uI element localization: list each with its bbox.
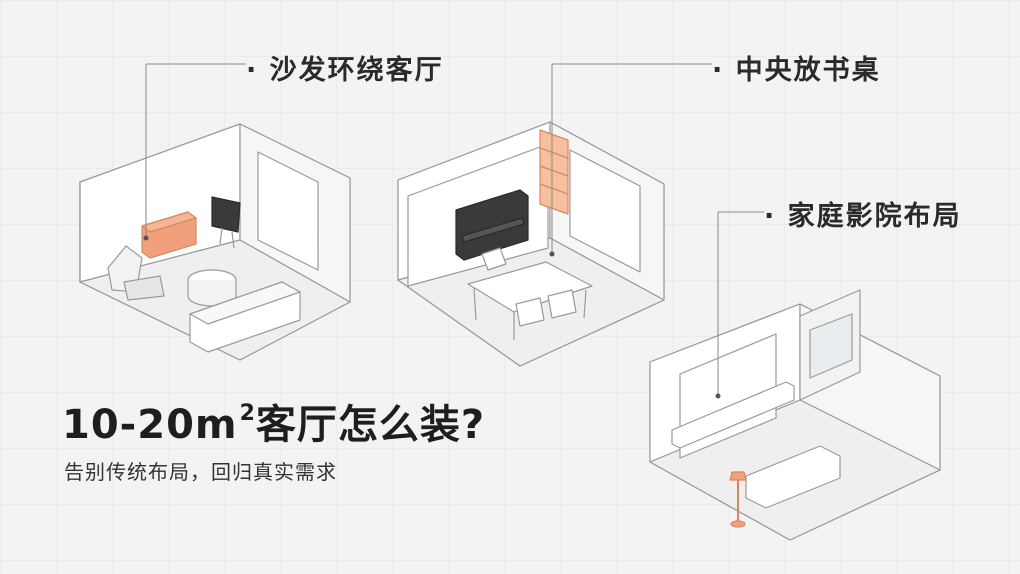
callout-desk-text: 中央放书桌: [735, 55, 881, 86]
callout-theater-text: 家庭影院布局: [787, 201, 962, 232]
title-suffix: 客厅怎么装?: [255, 402, 486, 448]
room-sofa: [79, 63, 351, 361]
room-theater: [649, 211, 941, 541]
title-superscript: 2: [239, 400, 256, 426]
title-prefix: 10-20m: [62, 402, 238, 448]
callout-sofa-text: 沙发环绕客厅: [269, 55, 444, 86]
callout-theater: · 家庭影院布局: [764, 201, 962, 232]
callout-desk: · 中央放书桌: [712, 55, 881, 86]
page-subtitle: 告别传统布局，回归真实需求: [64, 460, 337, 484]
page-title: 10-20m2客厅怎么装?: [62, 392, 485, 450]
room-desk: [397, 63, 712, 367]
callout-sofa: · 沙发环绕客厅: [246, 55, 444, 86]
